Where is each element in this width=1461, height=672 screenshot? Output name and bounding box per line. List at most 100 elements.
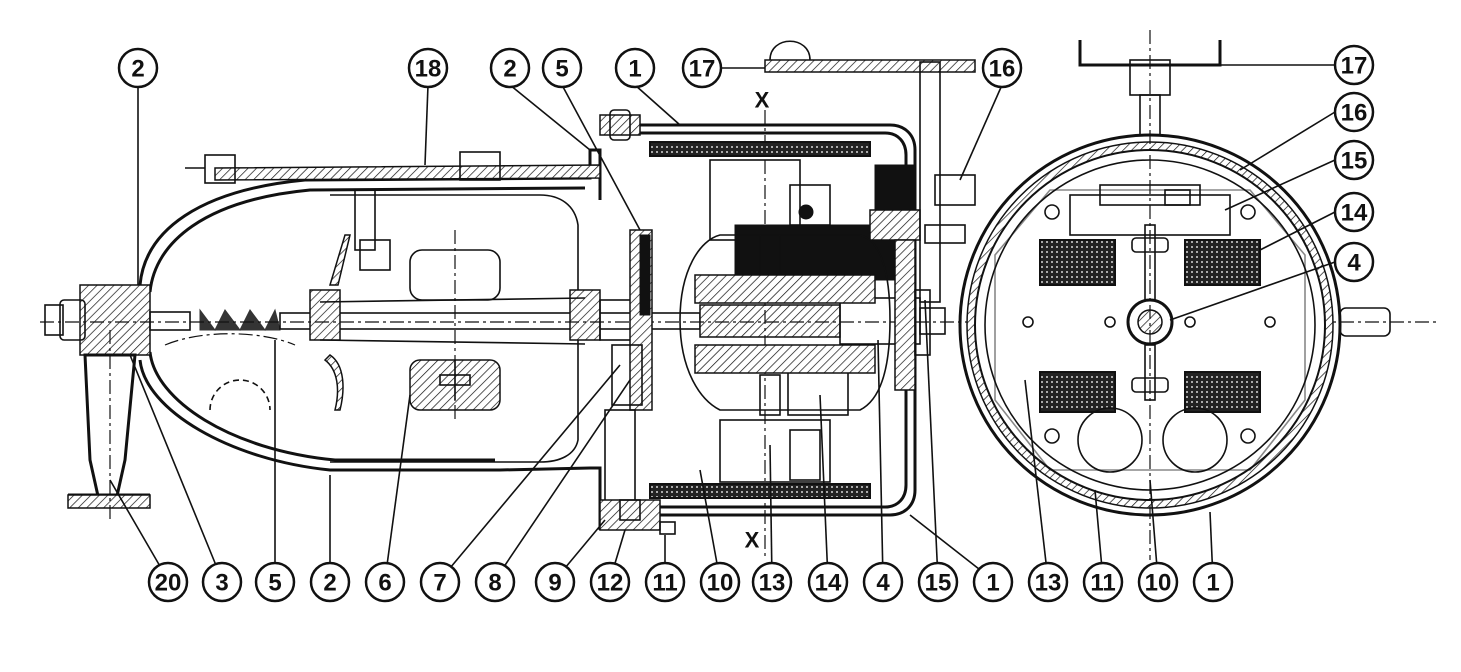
callout-circle: [309, 561, 351, 603]
callout-circle: [972, 561, 1014, 603]
callout-circle: [147, 561, 189, 603]
callout-6: 16: [981, 47, 1023, 89]
callout-5: 17: [681, 47, 723, 89]
callout-number: 4: [876, 570, 890, 597]
callout-circle: [681, 47, 723, 89]
callout-number: 2: [503, 56, 516, 83]
callout-number: 12: [597, 570, 624, 597]
callout-circle: [981, 47, 1023, 89]
callout-number: 10: [707, 570, 734, 597]
shaft-assembly: [149, 234, 946, 411]
callout-circle: [1333, 191, 1375, 233]
callout-circle: [419, 561, 461, 603]
callout-number: 14: [1341, 200, 1368, 227]
callout-20: 12: [589, 561, 631, 603]
callout-13: 3: [201, 561, 243, 603]
callout-8: 16: [1333, 91, 1375, 133]
callout-27: 1: [972, 561, 1014, 603]
callout-circle: [1192, 561, 1234, 603]
callout-circle: [407, 47, 449, 89]
callout-number: 13: [759, 570, 786, 597]
callout-number: 13: [1035, 570, 1062, 597]
callout-2: 2: [489, 47, 531, 89]
callout-11: 4: [1333, 241, 1375, 283]
callout-26: 15: [917, 561, 959, 603]
callout-15: 2: [309, 561, 351, 603]
callout-circle: [1333, 139, 1375, 181]
callout-number: 10: [1145, 570, 1172, 597]
callout-circle: [644, 561, 686, 603]
callout-number: 8: [488, 570, 501, 597]
callout-number: 15: [1341, 148, 1368, 175]
callout-number: 2: [323, 570, 336, 597]
callout-29: 11: [1082, 561, 1124, 603]
callout-number: 17: [1341, 53, 1368, 80]
callout-circle: [534, 561, 576, 603]
callout-circle: [541, 47, 583, 89]
callout-28: 13: [1027, 561, 1069, 603]
end-view: [958, 30, 1391, 560]
callout-number: 6: [378, 570, 391, 597]
callout-number: 11: [652, 570, 677, 597]
callout-circle: [1027, 561, 1069, 603]
callout-31: 1: [1192, 561, 1234, 603]
callout-number: 9: [548, 570, 561, 597]
callout-number: 16: [1341, 100, 1368, 127]
callout-22: 10: [699, 561, 741, 603]
callout-number: 14: [815, 570, 842, 597]
callout-circle: [917, 561, 959, 603]
callout-24: 14: [807, 561, 849, 603]
callout-23: 13: [751, 561, 793, 603]
callout-0: 2: [117, 47, 159, 89]
callout-3: 5: [541, 47, 583, 89]
callout-12: 20: [147, 561, 189, 603]
callout-number: 17: [689, 56, 716, 83]
callout-circle: [489, 47, 531, 89]
callout-circle: [201, 561, 243, 603]
section-marker-bottom: X: [745, 528, 760, 553]
motor-housing: [599, 40, 976, 535]
callout-number: 7: [433, 570, 446, 597]
callout-circle: [589, 561, 631, 603]
section-marker-top: X: [755, 88, 770, 113]
callout-number: 4: [1347, 250, 1361, 277]
callout-number: 1: [628, 56, 641, 83]
callout-circle: [1333, 91, 1375, 133]
callout-18: 8: [474, 561, 516, 603]
callout-number: 5: [268, 570, 281, 597]
callout-circle: [1137, 561, 1179, 603]
callout-circle: [1333, 241, 1375, 283]
callout-number: 2: [131, 56, 144, 83]
callout-number: 1: [1206, 570, 1219, 597]
callout-25: 4: [862, 561, 904, 603]
callout-circle: [862, 561, 904, 603]
callout-21: 11: [644, 561, 686, 603]
callout-number: 15: [925, 570, 952, 597]
callout-number: 16: [989, 56, 1016, 83]
callout-14: 5: [254, 561, 296, 603]
leader-lines: [109, 64, 1336, 581]
callout-circle: [1082, 561, 1124, 603]
callout-number: 3: [215, 570, 228, 597]
callout-10: 14: [1333, 191, 1375, 233]
callout-circle: [254, 561, 296, 603]
callout-30: 10: [1137, 561, 1179, 603]
callout-4: 1: [614, 47, 656, 89]
callout-circle: [364, 561, 406, 603]
callout-number: 18: [415, 56, 442, 83]
callout-circle: [1333, 44, 1375, 86]
callout-circle: [614, 47, 656, 89]
callout-number: 1: [986, 570, 999, 597]
callout-number: 20: [155, 570, 182, 597]
callout-number: 5: [555, 56, 568, 83]
callout-circle: [751, 561, 793, 603]
callout-circle: [474, 561, 516, 603]
callout-circle: [807, 561, 849, 603]
callout-7: 17: [1333, 44, 1375, 86]
callout-number: 11: [1090, 570, 1115, 597]
callout-circle: [117, 47, 159, 89]
callout-17: 7: [419, 561, 461, 603]
